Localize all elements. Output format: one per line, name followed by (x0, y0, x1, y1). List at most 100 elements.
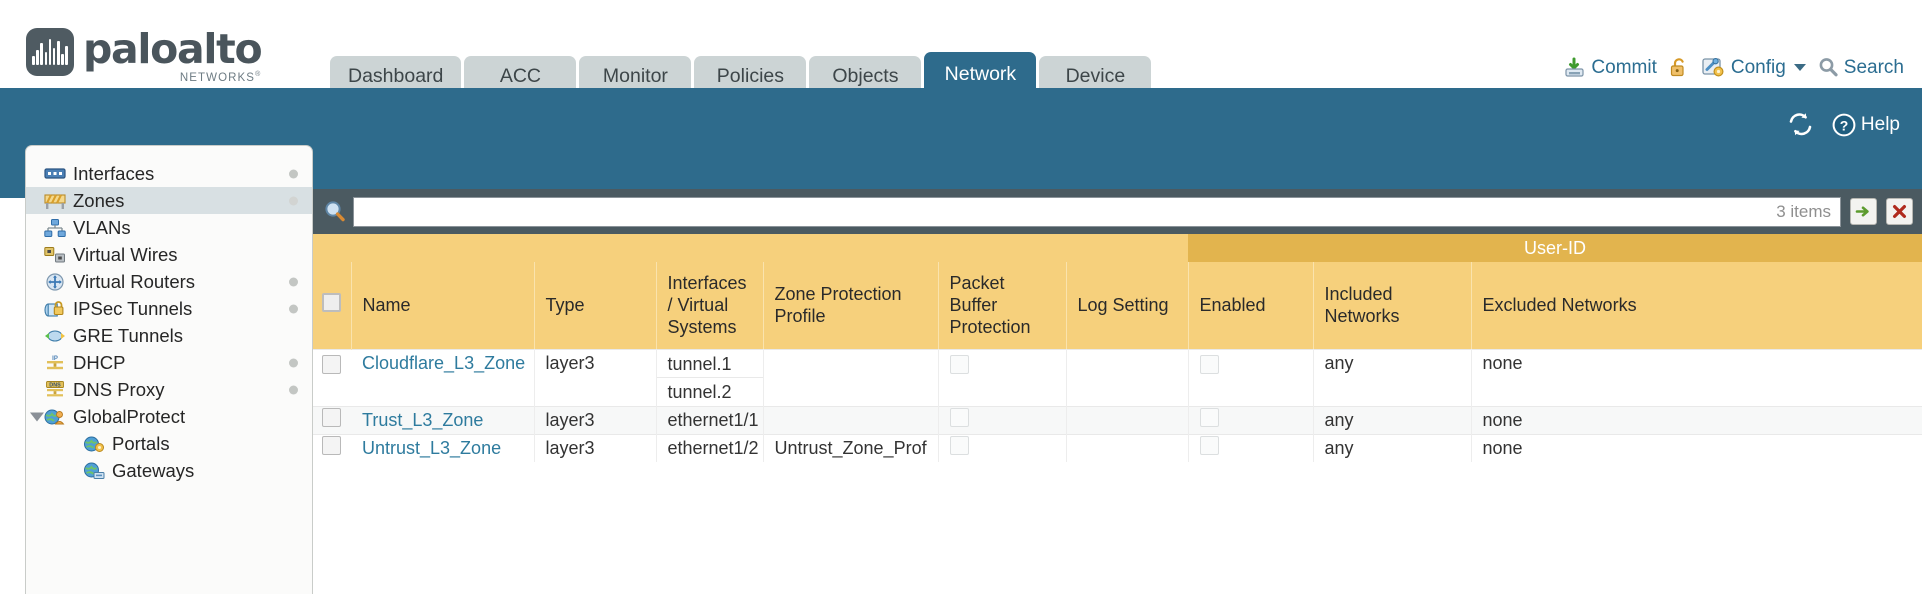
cell-userid-enabled[interactable] (1188, 405, 1314, 434)
dhcp-icon: IP (44, 354, 66, 372)
select-all-checkbox[interactable] (322, 293, 341, 313)
col-header-type[interactable]: Type (534, 262, 657, 349)
sidebar-item-dhcp[interactable]: IP DHCP (26, 349, 312, 376)
gateways-icon (83, 462, 105, 480)
unlock-button[interactable] (1668, 56, 1690, 79)
sidebar-item-label: Portals (112, 432, 170, 454)
tab-label: Network (944, 62, 1017, 85)
sidebar-item-zones[interactable]: Zones (26, 187, 312, 214)
zone-name-link[interactable]: Untrust_L3_Zone (362, 437, 502, 458)
cell-packet-buffer-protection[interactable] (938, 433, 1067, 462)
zones-table: User-ID Name Type Interfaces / Virtual S… (313, 234, 1922, 462)
sidebar-item-virtual-wires[interactable]: Virtual Wires (26, 241, 312, 268)
sidebar-item-vlans[interactable]: VLANs (26, 214, 312, 241)
row-select-cell[interactable] (313, 405, 351, 434)
search-label: Search (1843, 56, 1904, 78)
row-select-cell[interactable] (313, 433, 351, 462)
sidebar-item-globalprotect[interactable]: GlobalProtect (26, 403, 312, 430)
sidebar-item-label: VLANs (73, 216, 131, 238)
zones-content-panel: 3 items User-ID (313, 189, 1922, 594)
cell-zone-name[interactable]: Cloudflare_L3_Zone (351, 348, 535, 406)
col-header-packet-buffer-protection[interactable]: Packet Buffer Protection (938, 262, 1067, 349)
packet-buffer-protection-checkbox[interactable] (949, 408, 969, 427)
apply-filter-button[interactable] (1850, 198, 1877, 225)
sidebar-item-gre-tunnels[interactable]: GRE Tunnels (26, 322, 312, 349)
cell-included-networks: any (1313, 405, 1472, 434)
cell-userid-enabled[interactable] (1188, 348, 1314, 406)
filter-search-icon[interactable] (322, 199, 348, 225)
select-all-header[interactable] (313, 262, 352, 349)
sidebar-item-gateways[interactable]: Gateways (26, 457, 312, 484)
col-header-log-setting[interactable]: Log Setting (1066, 262, 1189, 349)
svg-text:DNS: DNS (49, 382, 61, 388)
col-header-zone-protection-profile[interactable]: Zone Protection Profile (763, 262, 939, 349)
cell-zone-name[interactable]: Trust_L3_Zone (351, 405, 535, 434)
packet-buffer-protection-checkbox[interactable] (949, 436, 969, 456)
sidebar-item-label: DNS Proxy (73, 378, 165, 400)
sidebar-item-portals[interactable]: Portals (26, 430, 312, 457)
commit-button[interactable]: Commit (1563, 56, 1657, 79)
portals-icon (83, 435, 105, 453)
row-checkbox[interactable] (322, 408, 341, 427)
expander-collapse-icon[interactable] (30, 412, 44, 421)
search-button[interactable]: Search (1817, 56, 1904, 79)
sidebar-item-label: IPSec Tunnels (73, 297, 193, 319)
cell-zone-protection-profile: Untrust_Zone_Prof (763, 433, 939, 462)
refresh-button[interactable] (1787, 112, 1814, 137)
row-select-cell[interactable] (313, 348, 351, 406)
clear-filter-button[interactable] (1886, 198, 1913, 225)
virtual-wires-icon (44, 246, 66, 264)
cell-log-setting (1066, 405, 1189, 434)
packet-buffer-protection-checkbox[interactable] (949, 354, 969, 374)
config-icon (1702, 58, 1724, 77)
tab-label: Monitor (602, 64, 668, 87)
zones-table-head: User-ID Name Type Interfaces / Virtual S… (313, 234, 1922, 349)
userid-enabled-checkbox[interactable] (1199, 436, 1219, 456)
userid-enabled-checkbox[interactable] (1199, 408, 1219, 427)
sidebar-status-dot (289, 385, 298, 394)
row-checkbox[interactable] (322, 354, 341, 374)
cell-packet-buffer-protection[interactable] (938, 405, 1067, 434)
userid-enabled-checkbox[interactable] (1199, 354, 1219, 374)
table-row[interactable]: Untrust_L3_Zone layer3 ethernet1/2 Untru… (313, 433, 1922, 462)
sidebar-item-label: Zones (73, 189, 125, 211)
brand-tagline: NETWORKS® (179, 71, 262, 84)
cell-zone-name[interactable]: Untrust_L3_Zone (351, 433, 535, 462)
cell-packet-buffer-protection[interactable] (938, 348, 1067, 406)
sidebar-item-label: Interfaces (73, 162, 155, 184)
sidebar-item-virtual-routers[interactable]: Virtual Routers (26, 268, 312, 295)
sidebar-item-label: Virtual Wires (73, 243, 178, 265)
search-icon (1819, 58, 1838, 77)
zones-table-body: Cloudflare_L3_Zone layer3 tunnel.1 tunne… (313, 348, 1922, 462)
help-button[interactable]: ? Help (1832, 113, 1900, 137)
svg-text:?: ? (1840, 117, 1849, 133)
paloalto-logo-icon (26, 28, 74, 76)
filter-input[interactable]: 3 items (353, 196, 1841, 227)
table-row[interactable]: Trust_L3_Zone layer3 ethernet1/1 any non… (313, 405, 1922, 434)
interface-entry: tunnel.1 (656, 350, 763, 378)
zone-name-link[interactable]: Cloudflare_L3_Zone (362, 352, 526, 373)
col-header-userid-enabled[interactable]: Enabled (1188, 262, 1314, 349)
col-header-name[interactable]: Name (351, 262, 535, 349)
clear-filter-icon (1893, 205, 1906, 218)
sidebar-item-interfaces[interactable]: Interfaces (26, 160, 312, 187)
col-header-excluded-networks[interactable]: Excluded Networks (1471, 262, 1922, 349)
zone-name-link[interactable]: Trust_L3_Zone (362, 409, 484, 430)
interfaces-icon (44, 165, 66, 183)
sidebar-item-dns-proxy[interactable]: DNS DNS Proxy (26, 376, 312, 403)
sidebar-item-label: DHCP (73, 351, 126, 373)
ipsec-tunnels-icon (44, 300, 66, 318)
sidebar-item-label: Virtual Routers (73, 270, 196, 292)
col-header-interfaces-virtual-systems[interactable]: Interfaces / Virtual Systems (656, 262, 764, 349)
zones-icon (44, 192, 66, 210)
row-checkbox[interactable] (322, 436, 341, 456)
sidebar-item-ipsec-tunnels[interactable]: IPSec Tunnels (26, 295, 312, 322)
cell-log-setting (1066, 348, 1189, 406)
col-header-included-networks[interactable]: Included Networks (1313, 262, 1472, 349)
cell-userid-enabled[interactable] (1188, 433, 1314, 462)
sidebar-status-dot (289, 277, 298, 286)
apply-filter-icon (1855, 206, 1869, 217)
config-menu[interactable]: Config (1701, 56, 1806, 79)
commit-icon (1565, 57, 1585, 77)
brand-logo[interactable]: paloalto NETWORKS® (26, 28, 263, 84)
